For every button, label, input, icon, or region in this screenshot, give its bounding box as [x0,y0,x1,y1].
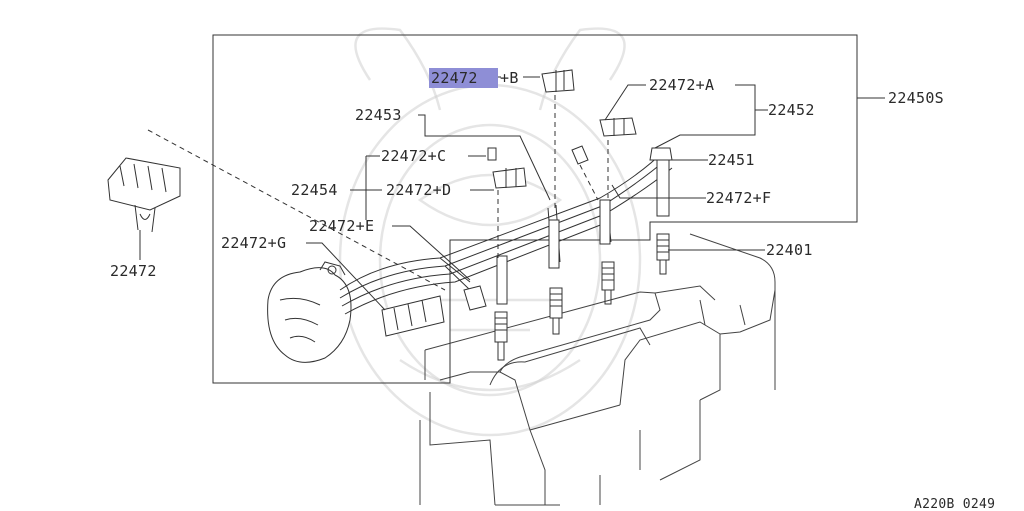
part-label-22472-e[interactable]: 22472+E [309,217,374,235]
diagram-code: A220B 0249 [914,497,995,511]
part-label-22401[interactable]: 22401 [766,241,813,259]
part-label-22472-b-suffix[interactable]: +B [500,69,519,87]
part-label-22472-d[interactable]: 22472+D [386,181,451,199]
part-label-22472-f[interactable]: 22472+F [706,189,771,207]
part-label-22472-g[interactable]: 22472+G [221,234,286,252]
clamp-c [487,147,497,161]
part-label-22452[interactable]: 22452 [768,101,815,119]
leader-lines [139,76,768,311]
part-label-22472-a[interactable]: 22472+A [649,76,714,94]
clamp-e [463,285,487,311]
selected-part-highlight [429,68,498,88]
clamp-a [599,117,637,137]
part-label-22472-c[interactable]: 22472+C [381,147,446,165]
part-label-22454[interactable]: 22454 [291,181,338,199]
part-label-22451[interactable]: 22451 [708,151,755,169]
clamp-d [492,167,527,189]
spark-plugs [494,233,670,361]
part-label-22472-detail[interactable]: 22472 [110,262,157,280]
part-label-22453[interactable]: 22453 [355,106,402,124]
dashed-guides [147,95,609,291]
clamp-f [571,145,589,165]
clamp-g-comb [381,295,445,337]
part-label-22472-selected[interactable]: 22472 [431,69,478,87]
wire-harness [339,149,673,315]
watermark-emblem [338,27,642,437]
distributor-cap [267,261,352,363]
plug-boots [496,147,673,305]
part-label-22450S[interactable]: 22450S [888,89,944,107]
clamp-b [541,69,575,93]
clamp-detail-22472 [107,157,181,233]
engine-block [419,233,776,506]
assembly-frame [212,34,858,384]
